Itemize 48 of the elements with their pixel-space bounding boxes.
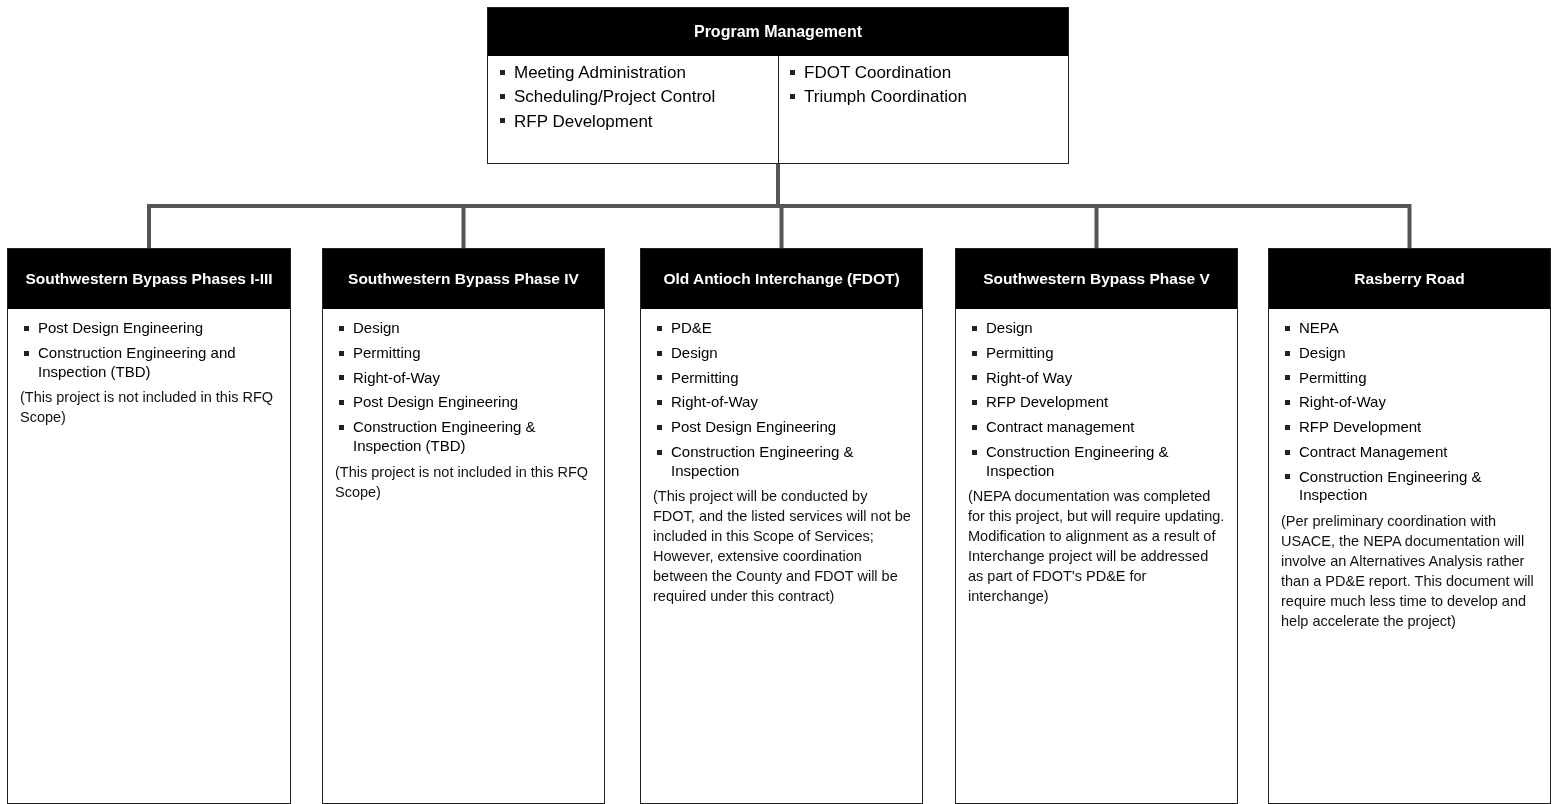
bullet-item: Construction Engineering & Inspection (TBD) (335, 418, 594, 456)
note-text: (This project is not included in this RFQ Scope) (335, 462, 590, 502)
bullet-item: RFP Development (1281, 418, 1540, 437)
bullet-item: Construction Engineering & Inspection (968, 442, 1227, 481)
note-text: (NEPA documentation was completed for this project, but will require updating. Modification to alignment as a result of Interchange project will be addressed as part of FDOT's PD&E for interchange) (968, 487, 1226, 607)
bullet-item: Permitting (968, 343, 1227, 363)
bullet-item: Post Design Engineering (20, 319, 280, 338)
box-heading: Southwestern Bypass Phases I-III (8, 249, 290, 309)
note-text: (This project will be conducted by FDOT, and the listed services will not be included in this Scope of Services; However, extensive coordination between the County and FDOT will be required under this contract) (653, 487, 912, 607)
box-heading: Old Antioch Interchange (FDOT) (641, 249, 922, 309)
bullet-item: Meeting Administration (496, 62, 771, 84)
project-box (640, 248, 923, 804)
bullet-item: Permitting (653, 368, 912, 388)
project-box (7, 248, 291, 804)
bullet-item: Right-of-Way (653, 393, 912, 412)
box-heading: Southwestern Bypass Phase V (956, 249, 1237, 309)
bullet-item: RFP Development (968, 393, 1227, 412)
program-box (487, 7, 1069, 164)
bullet-item: Design (968, 319, 1227, 338)
box-heading: Rasberry Road (1269, 249, 1550, 309)
bullet-item: Construction Engineering & Inspection (653, 442, 912, 481)
bullet-item: Design (1281, 343, 1540, 363)
project-box (955, 248, 1238, 804)
bullet-item: Scheduling/Project Control (496, 86, 771, 108)
bullet-item: Permitting (335, 343, 594, 363)
note-text: (This project is not included in this RFQ Scope) (20, 388, 275, 428)
bullet-item: Triumph Coordination (786, 86, 1056, 108)
bullet-item: Post Design Engineering (653, 418, 912, 437)
project-box (1268, 248, 1551, 804)
bullet-item: Permitting (1281, 368, 1540, 388)
bullet-item: PD&E (653, 319, 912, 338)
bullet-item: Construction Engineering and Inspection (TBD) (20, 343, 280, 382)
bullet-item: NEPA (1281, 319, 1540, 338)
project-box (322, 248, 605, 804)
bullet-item: Right-of Way (968, 368, 1227, 388)
bullet-item: RFP Development (496, 110, 771, 132)
bullet-item: Design (653, 343, 912, 363)
bullet-item: Right-of-Way (1281, 393, 1540, 412)
box-heading: Southwestern Bypass Phase IV (323, 249, 604, 309)
bullet-item: Construction Engineering & Inspection (1281, 467, 1540, 505)
bullet-item: FDOT Coordination (786, 62, 1056, 84)
bullet-item: Right-of-Way (335, 368, 594, 388)
bullet-item: Design (335, 319, 594, 338)
bullet-item: Contract management (968, 418, 1227, 437)
box-heading: Program Management (488, 8, 1068, 56)
bullet-item: Post Design Engineering (335, 393, 594, 412)
bullet-item: Contract Management (1281, 442, 1540, 462)
note-text: (Per preliminary coordination with USACE, the NEPA documentation will involve an Alternatives Analysis rather than a PD&E report. This document will require much less time to develop and help accelerate the project) (1281, 512, 1535, 631)
